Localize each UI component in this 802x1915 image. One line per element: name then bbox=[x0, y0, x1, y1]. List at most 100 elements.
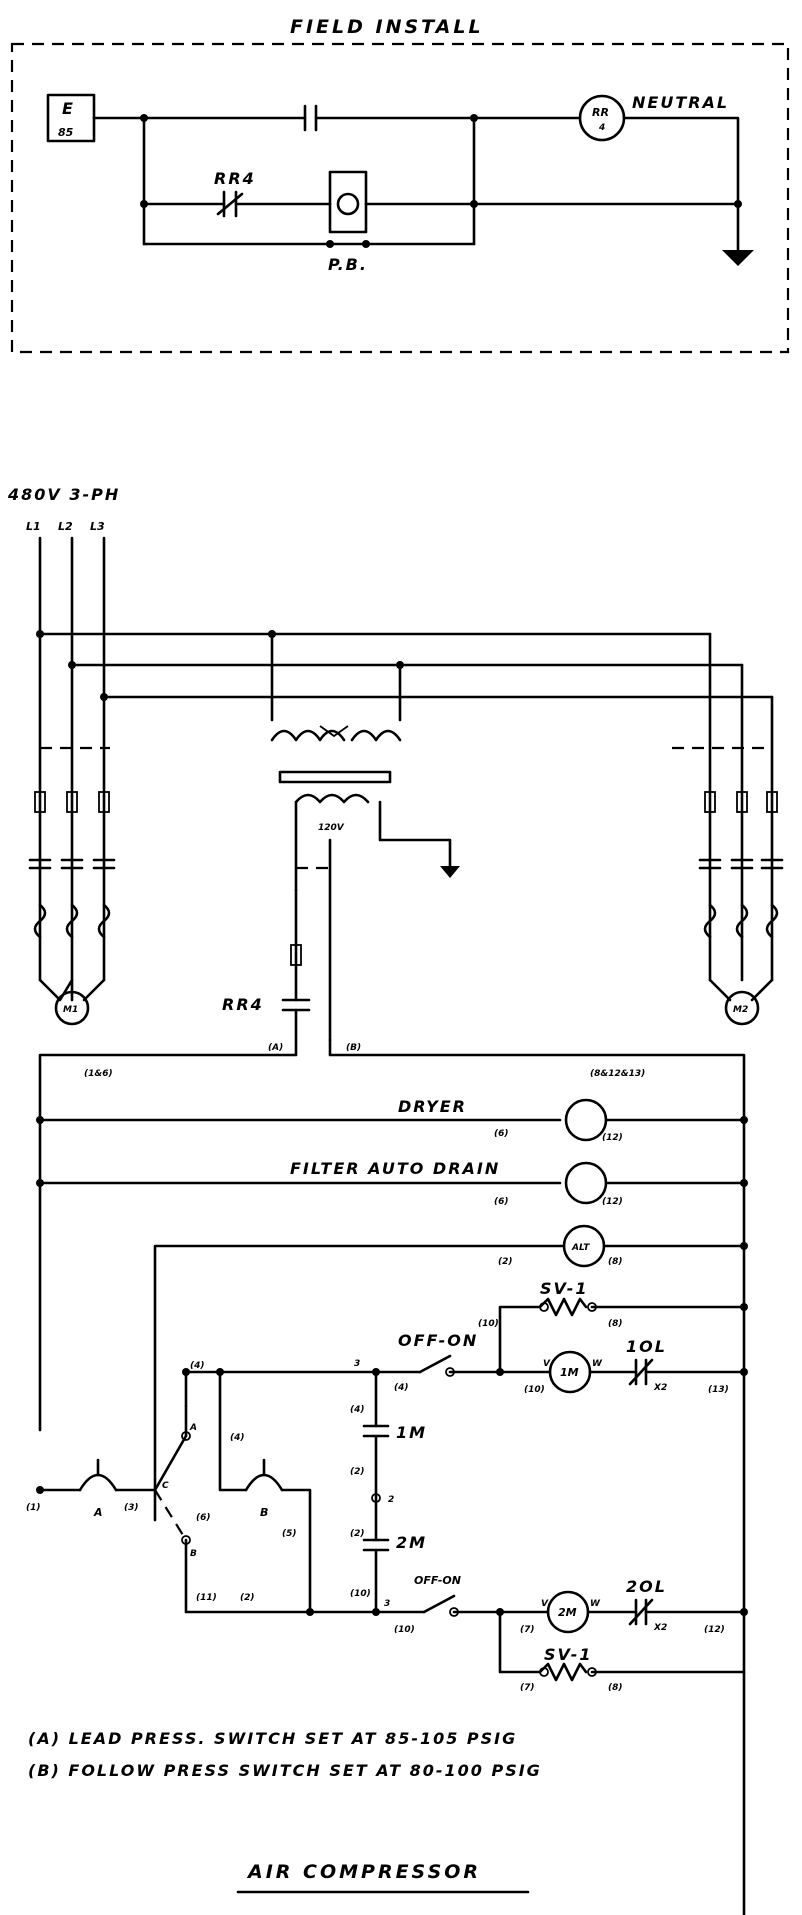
m2-fuses bbox=[704, 791, 778, 813]
alt-rung bbox=[153, 1244, 566, 1522]
note-b: (B) FOLLOW PRESS SWITCH SET AT 80-100 PS… bbox=[28, 1761, 542, 1780]
dryer-label: DRYER bbox=[398, 1097, 467, 1116]
notes-section: (A) LEAD PRESS. SWITCH SET AT 85-105 PSI… bbox=[28, 1729, 542, 1894]
left-bus-wires: (1&6) bbox=[84, 1069, 113, 1079]
wire-b-label: (B) bbox=[346, 1043, 361, 1053]
junction-dot bbox=[470, 200, 478, 208]
diagram-title: AIR COMPRESSOR bbox=[246, 1861, 481, 1883]
field-install-title: FIELD INSTALL bbox=[290, 16, 484, 38]
wire-label: (10) bbox=[350, 1589, 371, 1599]
terminal bbox=[371, 1493, 381, 1503]
junction-dot bbox=[326, 240, 334, 248]
control-line-b bbox=[328, 1038, 746, 1915]
e-box-label: E bbox=[62, 99, 75, 118]
ol1-label: 1OL bbox=[626, 1337, 667, 1356]
field-install-boundary bbox=[10, 42, 790, 354]
wire-label: (8) bbox=[608, 1257, 623, 1267]
dryer-load bbox=[564, 1098, 608, 1142]
m2-contacts bbox=[698, 858, 784, 870]
motor-m2 bbox=[724, 990, 760, 1026]
junction-dot bbox=[100, 693, 108, 701]
wire-label: (2) bbox=[350, 1467, 365, 1477]
junction-dot bbox=[740, 1179, 748, 1187]
wire-label: (2) bbox=[498, 1257, 513, 1267]
selector-alt-arm bbox=[154, 1489, 187, 1541]
wire-label: (7) bbox=[520, 1625, 535, 1635]
neutral-wire bbox=[622, 116, 740, 252]
wire-label: (3) bbox=[124, 1503, 139, 1513]
pressure-switch-a bbox=[78, 1473, 118, 1492]
wire-label: (10) bbox=[394, 1625, 415, 1635]
wire-label: (2) bbox=[240, 1593, 255, 1603]
terminal-v: V bbox=[543, 1359, 551, 1369]
sv1-bottom-label: SV-1 bbox=[544, 1645, 593, 1664]
ps-b-wire bbox=[218, 1370, 248, 1492]
junction-dot bbox=[740, 1303, 748, 1311]
pushbutton-body bbox=[328, 170, 368, 234]
junction-dot bbox=[362, 240, 370, 248]
sv1-top-label: SV-1 bbox=[540, 1279, 589, 1298]
sv1-top-coil bbox=[538, 1297, 588, 1317]
wire-label: (10) bbox=[478, 1319, 499, 1329]
junction-dot bbox=[740, 1242, 748, 1250]
x2-top: X2 bbox=[653, 1383, 667, 1393]
junction-dot bbox=[372, 1608, 380, 1616]
off-on-bottom-label: OFF-ON bbox=[414, 1574, 461, 1587]
junction-dot bbox=[470, 114, 478, 122]
m1-lead bbox=[38, 978, 74, 1002]
rr4-contact-label: RR4 bbox=[214, 169, 256, 188]
m1-lead bbox=[82, 978, 106, 1002]
selector-c-label: C bbox=[162, 1481, 169, 1491]
neutral-label: NEUTRAL bbox=[632, 93, 729, 112]
selector-a-label: A bbox=[189, 1423, 197, 1433]
node-label: 3 bbox=[354, 1359, 360, 1369]
m2-coil-label: 2M bbox=[558, 1606, 577, 1619]
xfmr-neutral-lead bbox=[378, 800, 452, 868]
pressure-switch-b bbox=[244, 1473, 284, 1492]
m2-contact-label: 2M bbox=[396, 1533, 427, 1552]
junction-dot bbox=[182, 1368, 190, 1376]
filter-label: FILTER AUTO DRAIN bbox=[290, 1159, 500, 1178]
ground-symbol bbox=[722, 250, 754, 266]
terminal bbox=[539, 1667, 549, 1677]
wire-label: (6) bbox=[494, 1129, 509, 1139]
off-on-switch-bottom bbox=[422, 1594, 456, 1614]
motor-m1-label: M1 bbox=[63, 1005, 78, 1015]
junction-dot bbox=[740, 1608, 748, 1616]
wire-label: (8) bbox=[608, 1319, 623, 1329]
m1-contacts bbox=[28, 858, 116, 870]
wire-label: (1) bbox=[26, 1503, 41, 1513]
selector-b-label: B bbox=[190, 1549, 197, 1559]
ol-contact-slash bbox=[628, 1358, 654, 1386]
sv1-bottom-wire bbox=[498, 1610, 542, 1674]
junction-dot bbox=[216, 1368, 224, 1376]
right-bus-wires: (8&12&13) bbox=[590, 1069, 645, 1079]
wire-label: (4) bbox=[350, 1405, 365, 1415]
nc-contact-slash bbox=[216, 192, 244, 216]
junction-dot bbox=[496, 1368, 504, 1376]
field-install-section: FIELD INSTALL E 85 RR 4 NEUTRAL RR4 P.B. bbox=[10, 16, 790, 354]
supply-voltage-label: 480V 3-PH bbox=[7, 485, 120, 504]
ol2-label: 2OL bbox=[626, 1577, 667, 1596]
xfmr-secondary-label: 120V bbox=[318, 823, 345, 833]
ps-b-label: B bbox=[260, 1506, 268, 1519]
ol-contact-slash bbox=[628, 1598, 654, 1626]
ground-symbol bbox=[440, 866, 460, 878]
node-label: 2 bbox=[388, 1495, 394, 1505]
selector-arm bbox=[153, 1434, 188, 1492]
m2-overloads bbox=[703, 903, 779, 939]
line-l2-label: L2 bbox=[58, 520, 73, 533]
wire-label: (2) bbox=[350, 1529, 365, 1539]
note-a: (A) LEAD PRESS. SWITCH SET AT 85-105 PSI… bbox=[28, 1729, 517, 1748]
junction-dot bbox=[36, 630, 44, 638]
m2-lead bbox=[708, 978, 732, 1002]
x2-bottom: X2 bbox=[653, 1623, 667, 1633]
selector-b-wire bbox=[184, 1538, 312, 1614]
xfmr-secondary-winding bbox=[294, 793, 370, 804]
m1-coil-label: 1M bbox=[560, 1366, 579, 1379]
filter-drain-load bbox=[564, 1161, 608, 1205]
m1-contact-label: 1M bbox=[396, 1423, 427, 1442]
line-l1-label: L1 bbox=[26, 520, 41, 533]
m1-fuses bbox=[34, 791, 110, 813]
